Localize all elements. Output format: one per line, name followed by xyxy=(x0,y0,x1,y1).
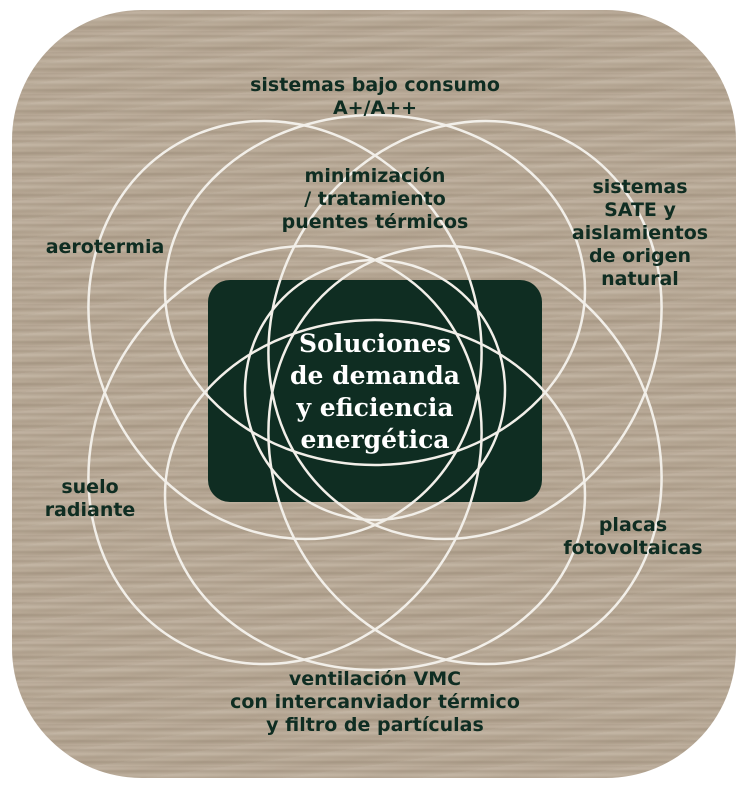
label-vmc-ventilation: ventilación VMC con intercanviador térmi… xyxy=(230,668,520,736)
center-title: Soluciones de demanda y eficiencia energ… xyxy=(290,329,460,454)
label-low-consumption-systems: sistemas bajo consumo A+/A++ xyxy=(250,74,500,119)
ring-bottom xyxy=(163,318,587,672)
ring-upper-left xyxy=(87,119,483,541)
ring-upper-right xyxy=(267,119,663,541)
label-thermal-bridges: minimización / tratamiento puentes térmi… xyxy=(281,165,469,233)
label-photovoltaic-panels: placas fotovoltaicas xyxy=(563,514,703,559)
ring-top xyxy=(163,113,587,467)
label-radiant-floor: suelo radiante xyxy=(44,476,136,521)
label-aerothermal: aerotermia xyxy=(45,236,165,258)
ring-lower-right xyxy=(267,244,663,666)
ring-center xyxy=(243,258,507,522)
ring-lower-left xyxy=(87,244,483,666)
label-sate-insulation: sistemas SATE y aislamientos de origen n… xyxy=(571,176,709,290)
